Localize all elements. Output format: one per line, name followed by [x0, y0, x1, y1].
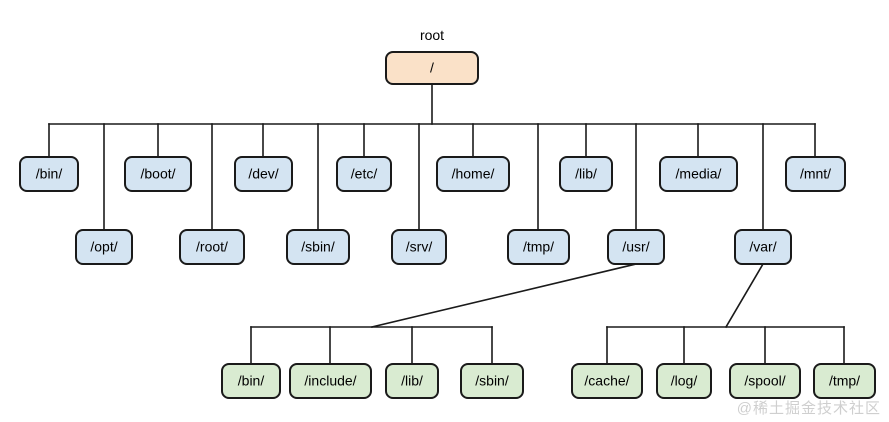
node-shape — [385, 363, 439, 399]
node-lib[interactable]: /lib/ — [559, 156, 613, 192]
node-usr-sbin[interactable]: /sbin/ — [460, 363, 524, 399]
node-shape — [607, 229, 665, 265]
node-shape — [785, 156, 846, 192]
node-shape — [286, 229, 350, 265]
root-caption: root — [420, 27, 444, 43]
node-label: /include/ — [304, 373, 356, 389]
node-dev[interactable]: /dev/ — [234, 156, 293, 192]
node-shape — [179, 229, 245, 265]
node-etc[interactable]: /etc/ — [336, 156, 392, 192]
node-label: /boot/ — [140, 166, 175, 182]
node-bin[interactable]: /bin/ — [19, 156, 79, 192]
node-label: /mnt/ — [800, 166, 831, 182]
node-label: /var/ — [749, 239, 776, 255]
node-mnt[interactable]: /mnt/ — [785, 156, 846, 192]
node-undefined[interactable]: / — [385, 51, 479, 85]
node-label: /opt/ — [90, 239, 117, 255]
node-var-tmp[interactable]: /tmp/ — [813, 363, 876, 399]
node-label: /tmp/ — [523, 239, 554, 255]
node-label: /usr/ — [622, 239, 649, 255]
node-label: /bin/ — [238, 373, 265, 389]
node-shape — [75, 229, 133, 265]
node-shape — [391, 229, 447, 265]
edges-layer — [48, 83, 845, 365]
node-label: /home/ — [452, 166, 495, 182]
node-label: /lib/ — [401, 373, 423, 389]
node-label: /root/ — [196, 239, 228, 255]
nodes-layer: root / /bin/ /opt/ /boot/ /root/ /dev/ /sbin/ /e… — [19, 27, 876, 399]
edge-var-diagonal — [724, 262, 765, 329]
node-var-spool[interactable]: /spool/ — [729, 363, 801, 399]
node-root[interactable]: /root/ — [179, 229, 245, 265]
node-shape — [656, 363, 712, 399]
node-boot[interactable]: /boot/ — [124, 156, 192, 192]
node-usr-include[interactable]: /include/ — [289, 363, 372, 399]
node-var[interactable]: /var/ — [734, 229, 792, 265]
node-usr-bin[interactable]: /bin/ — [221, 363, 281, 399]
node-shape — [221, 363, 281, 399]
node-shape — [124, 156, 192, 192]
edge-usr-diagonal — [371, 263, 637, 328]
watermark-text: @稀土掘金技术社区 — [736, 400, 881, 417]
node-label: /bin/ — [36, 166, 63, 182]
node-label: /media/ — [676, 166, 722, 182]
node-shape — [460, 363, 524, 399]
node-shape — [659, 156, 738, 192]
node-shape — [507, 229, 570, 265]
node-label: /cache/ — [584, 373, 629, 389]
node-shape — [729, 363, 801, 399]
node-label: /tmp/ — [829, 373, 860, 389]
node-usr-lib[interactable]: /lib/ — [385, 363, 439, 399]
node-sbin[interactable]: /sbin/ — [286, 229, 350, 265]
node-srv[interactable]: /srv/ — [391, 229, 447, 265]
node-shape — [19, 156, 79, 192]
node-label: /srv/ — [406, 239, 433, 255]
node-shape — [436, 156, 510, 192]
node-label: /sbin/ — [301, 239, 335, 255]
node-shape — [385, 51, 479, 85]
node-label: / — [430, 60, 434, 76]
node-shape — [571, 363, 643, 399]
node-label: /log/ — [671, 373, 698, 389]
node-label: /dev/ — [248, 166, 278, 182]
node-media[interactable]: /media/ — [659, 156, 738, 192]
node-shape — [734, 229, 792, 265]
node-shape — [559, 156, 613, 192]
node-shape — [336, 156, 392, 192]
node-shape — [234, 156, 293, 192]
node-home[interactable]: /home/ — [436, 156, 510, 192]
node-var-cache[interactable]: /cache/ — [571, 363, 643, 399]
node-tmp[interactable]: /tmp/ — [507, 229, 570, 265]
node-shape — [289, 363, 372, 399]
node-label: /etc/ — [351, 166, 378, 182]
node-opt[interactable]: /opt/ — [75, 229, 133, 265]
node-var-log[interactable]: /log/ — [656, 363, 712, 399]
node-shape — [813, 363, 876, 399]
node-label: /sbin/ — [475, 373, 509, 389]
node-label: /spool/ — [744, 373, 785, 389]
node-usr[interactable]: /usr/ — [607, 229, 665, 265]
node-label: /lib/ — [575, 166, 597, 182]
